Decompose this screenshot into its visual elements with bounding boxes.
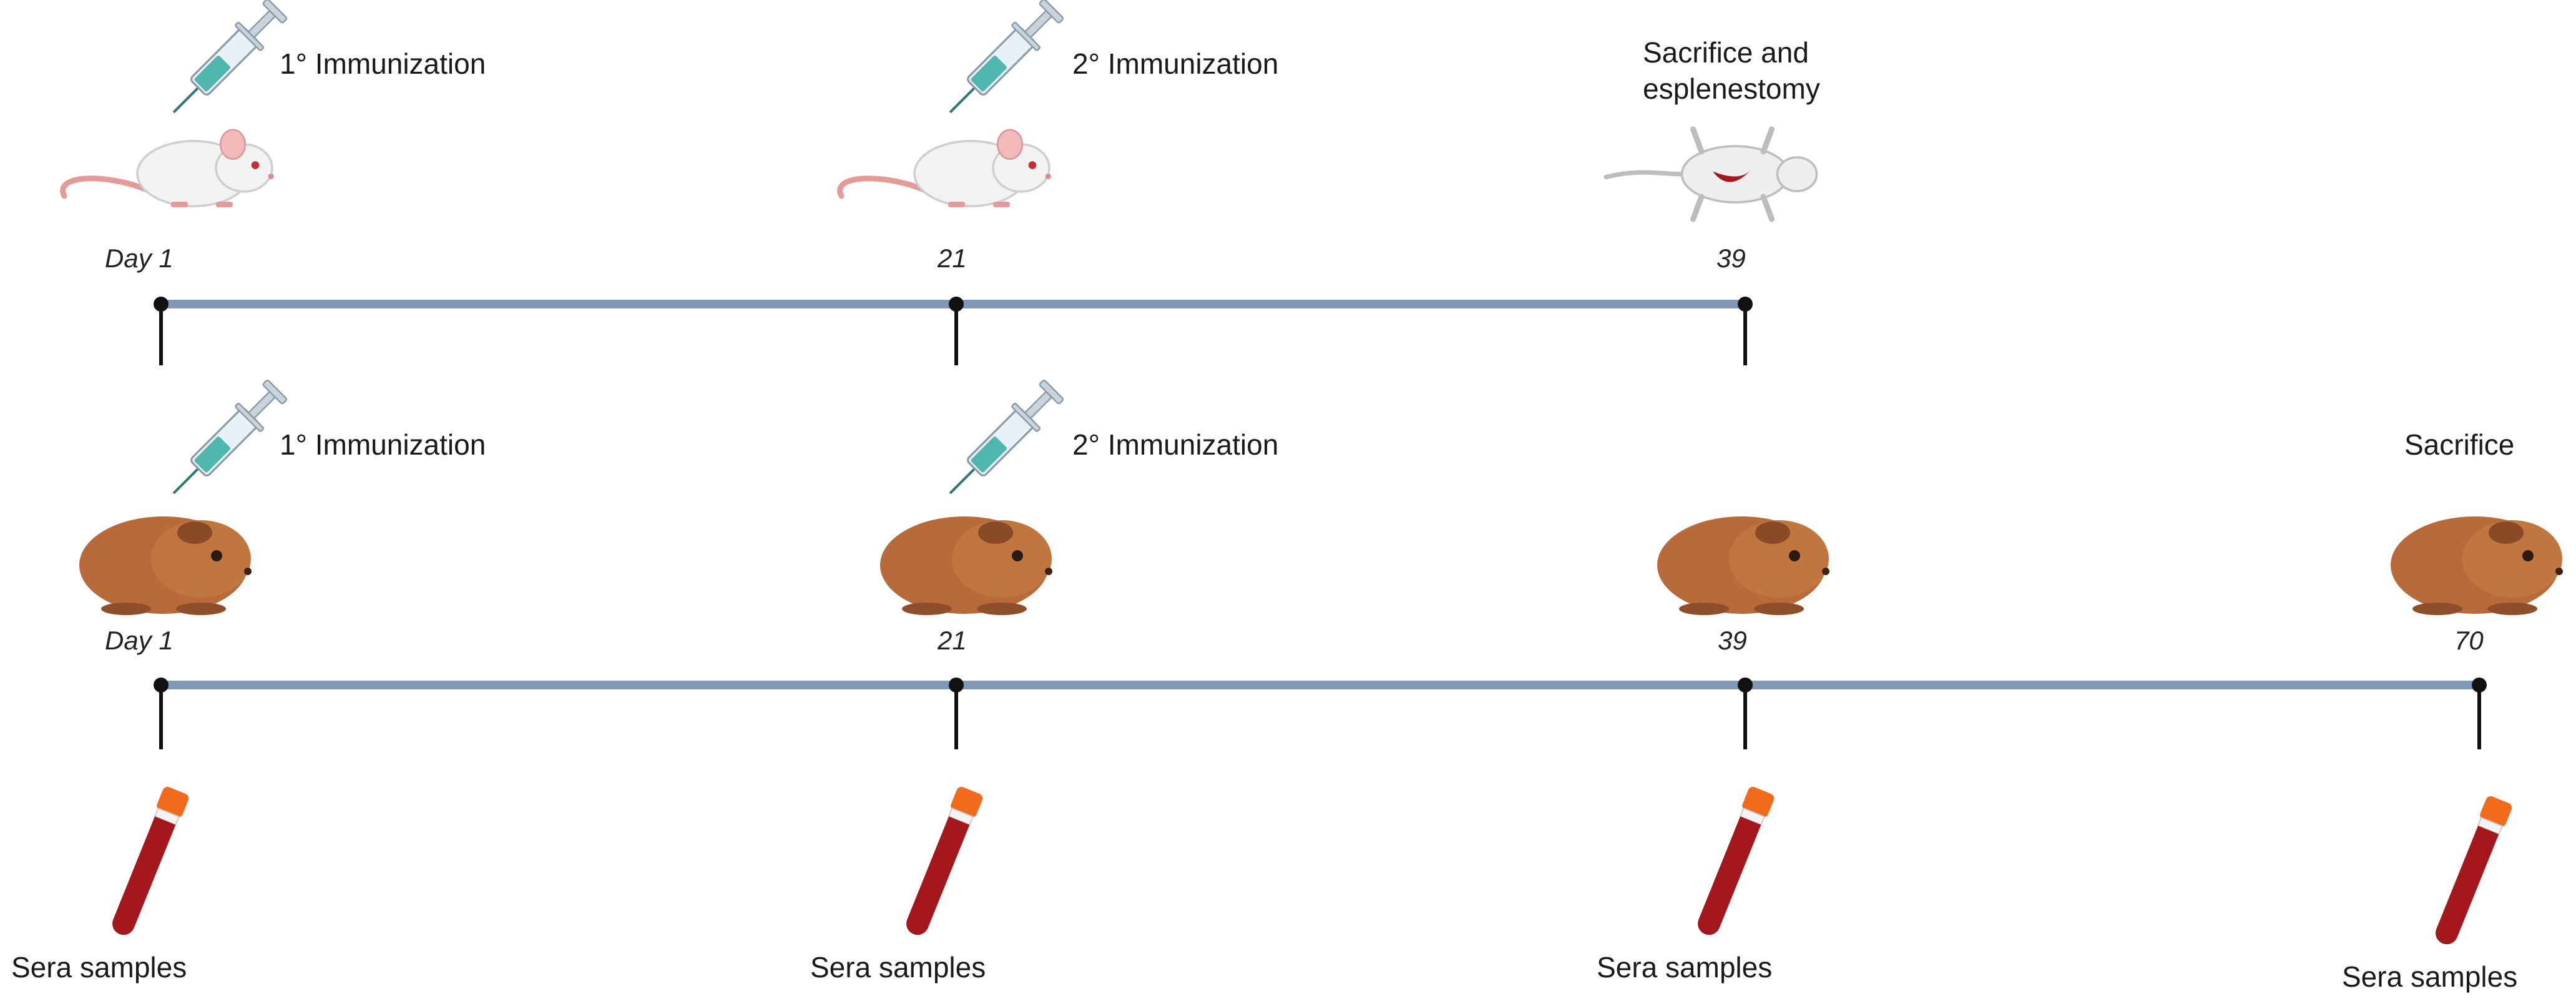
mouse-event-day21: 2° Immunization 21 [840, 0, 1278, 365]
guinea-pig-event-label: Sacrifice [2404, 428, 2514, 461]
syringe-icon [950, 0, 1067, 112]
guinea-pig-event-day70: Sacrifice 70 Sera samples [2342, 428, 2563, 993]
sera-samples-label: Sera samples [810, 951, 986, 984]
guinea-pig-icon [2391, 516, 2563, 615]
syringe-icon [174, 0, 290, 112]
guinea-pig-event-label: 1° Immunization [280, 428, 486, 461]
sera-samples-label: Sera samples [1597, 951, 1772, 984]
guinea-pig-icon [79, 516, 252, 615]
mouse-day-label: 21 [937, 244, 967, 273]
mouse-event-label: 1° Immunization [280, 47, 486, 80]
guinea-pig-day-label: 70 [2454, 626, 2484, 655]
mouse-day-label: 39 [1717, 244, 1746, 273]
mouse-event-label: Sacrifice and [1643, 36, 1809, 69]
mouse-event-day39: Sacrifice and esplenestomy 39 [1606, 36, 1820, 365]
guinea-pig-day-label: Day 1 [105, 626, 174, 655]
blood-tube-icon [105, 784, 191, 940]
mouse-study: 1° Immunization Day 1 2° Immunization 21… [63, 0, 1820, 365]
dissected-mouse-icon [1606, 129, 1817, 219]
guinea-pig-day-label: 39 [1718, 626, 1747, 655]
mouse-icon [840, 130, 1051, 207]
blood-tube-icon [2429, 794, 2514, 950]
mouse-icon [63, 130, 274, 207]
guinea-pig-icon [880, 516, 1052, 615]
guinea-pig-icon [1657, 516, 1829, 615]
guinea-pig-day-label: 21 [937, 626, 967, 655]
guinea-pig-event-label: 2° Immunization [1072, 428, 1278, 461]
blood-tube-icon [899, 784, 985, 940]
syringe-icon [174, 377, 290, 493]
guinea-pig-event-day21: 2° Immunization 21 Sera samples [810, 377, 1278, 984]
mouse-day-label: Day 1 [105, 244, 174, 273]
mouse-event-label: esplenestomy [1643, 72, 1820, 105]
syringe-icon [950, 377, 1067, 493]
guinea-pig-study: 1° Immunization Day 1 Sera samples 2° Im… [11, 377, 2563, 993]
mouse-event-day1: 1° Immunization Day 1 [63, 0, 486, 365]
sera-samples-label: Sera samples [2342, 960, 2517, 993]
sera-samples-label: Sera samples [11, 951, 187, 984]
guinea-pig-event-day1: 1° Immunization Day 1 Sera samples [11, 377, 486, 984]
guinea-pig-event-day39: 39 Sera samples [1597, 516, 1829, 984]
blood-tube-icon [1691, 784, 1776, 940]
mouse-event-label: 2° Immunization [1072, 47, 1278, 80]
